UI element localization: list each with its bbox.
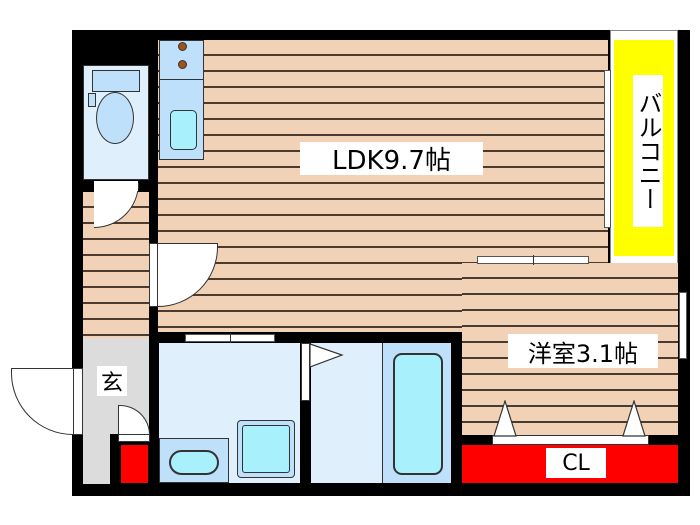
toilet-tank-icon	[92, 70, 140, 92]
front-door[interactable]	[11, 368, 73, 435]
closet-door-track	[492, 435, 649, 445]
kitchen-sink-icon	[170, 110, 197, 150]
entrance-label: 玄	[97, 366, 127, 396]
bathroom	[311, 343, 382, 483]
stove-burner-icon	[178, 42, 187, 51]
toilet-paper-icon	[88, 93, 96, 107]
window-divider	[533, 255, 534, 265]
kitchen-counter-divider	[159, 79, 204, 80]
washing-machine-icon	[242, 425, 290, 473]
western-room-label: 洋室3.1帖	[508, 334, 658, 368]
closet-door-icon[interactable]	[492, 400, 518, 437]
shoe-cabinet	[121, 445, 148, 483]
folding-door-icon	[310, 343, 344, 368]
shoe-cabinet-door-frame	[118, 434, 150, 442]
western-room-side-window	[679, 292, 687, 359]
ldk-balcony-window	[604, 70, 611, 228]
front-door-frame	[73, 368, 83, 435]
closet-door-icon[interactable]	[621, 400, 647, 437]
toilet-bowl-icon	[96, 92, 134, 144]
ldk-label: LDK9.7帖	[300, 142, 483, 176]
sliding-door-divider	[230, 333, 231, 343]
toilet-door-frame	[94, 181, 138, 191]
ldk-door-frame	[149, 243, 158, 307]
closet-label: CL	[546, 448, 606, 478]
balcony-label: バルコニー	[633, 75, 663, 227]
washbasin-icon	[169, 450, 219, 475]
bathroom-door-frame	[301, 343, 310, 401]
stove-burner-icon	[178, 60, 187, 69]
bathtub-icon	[393, 353, 443, 475]
